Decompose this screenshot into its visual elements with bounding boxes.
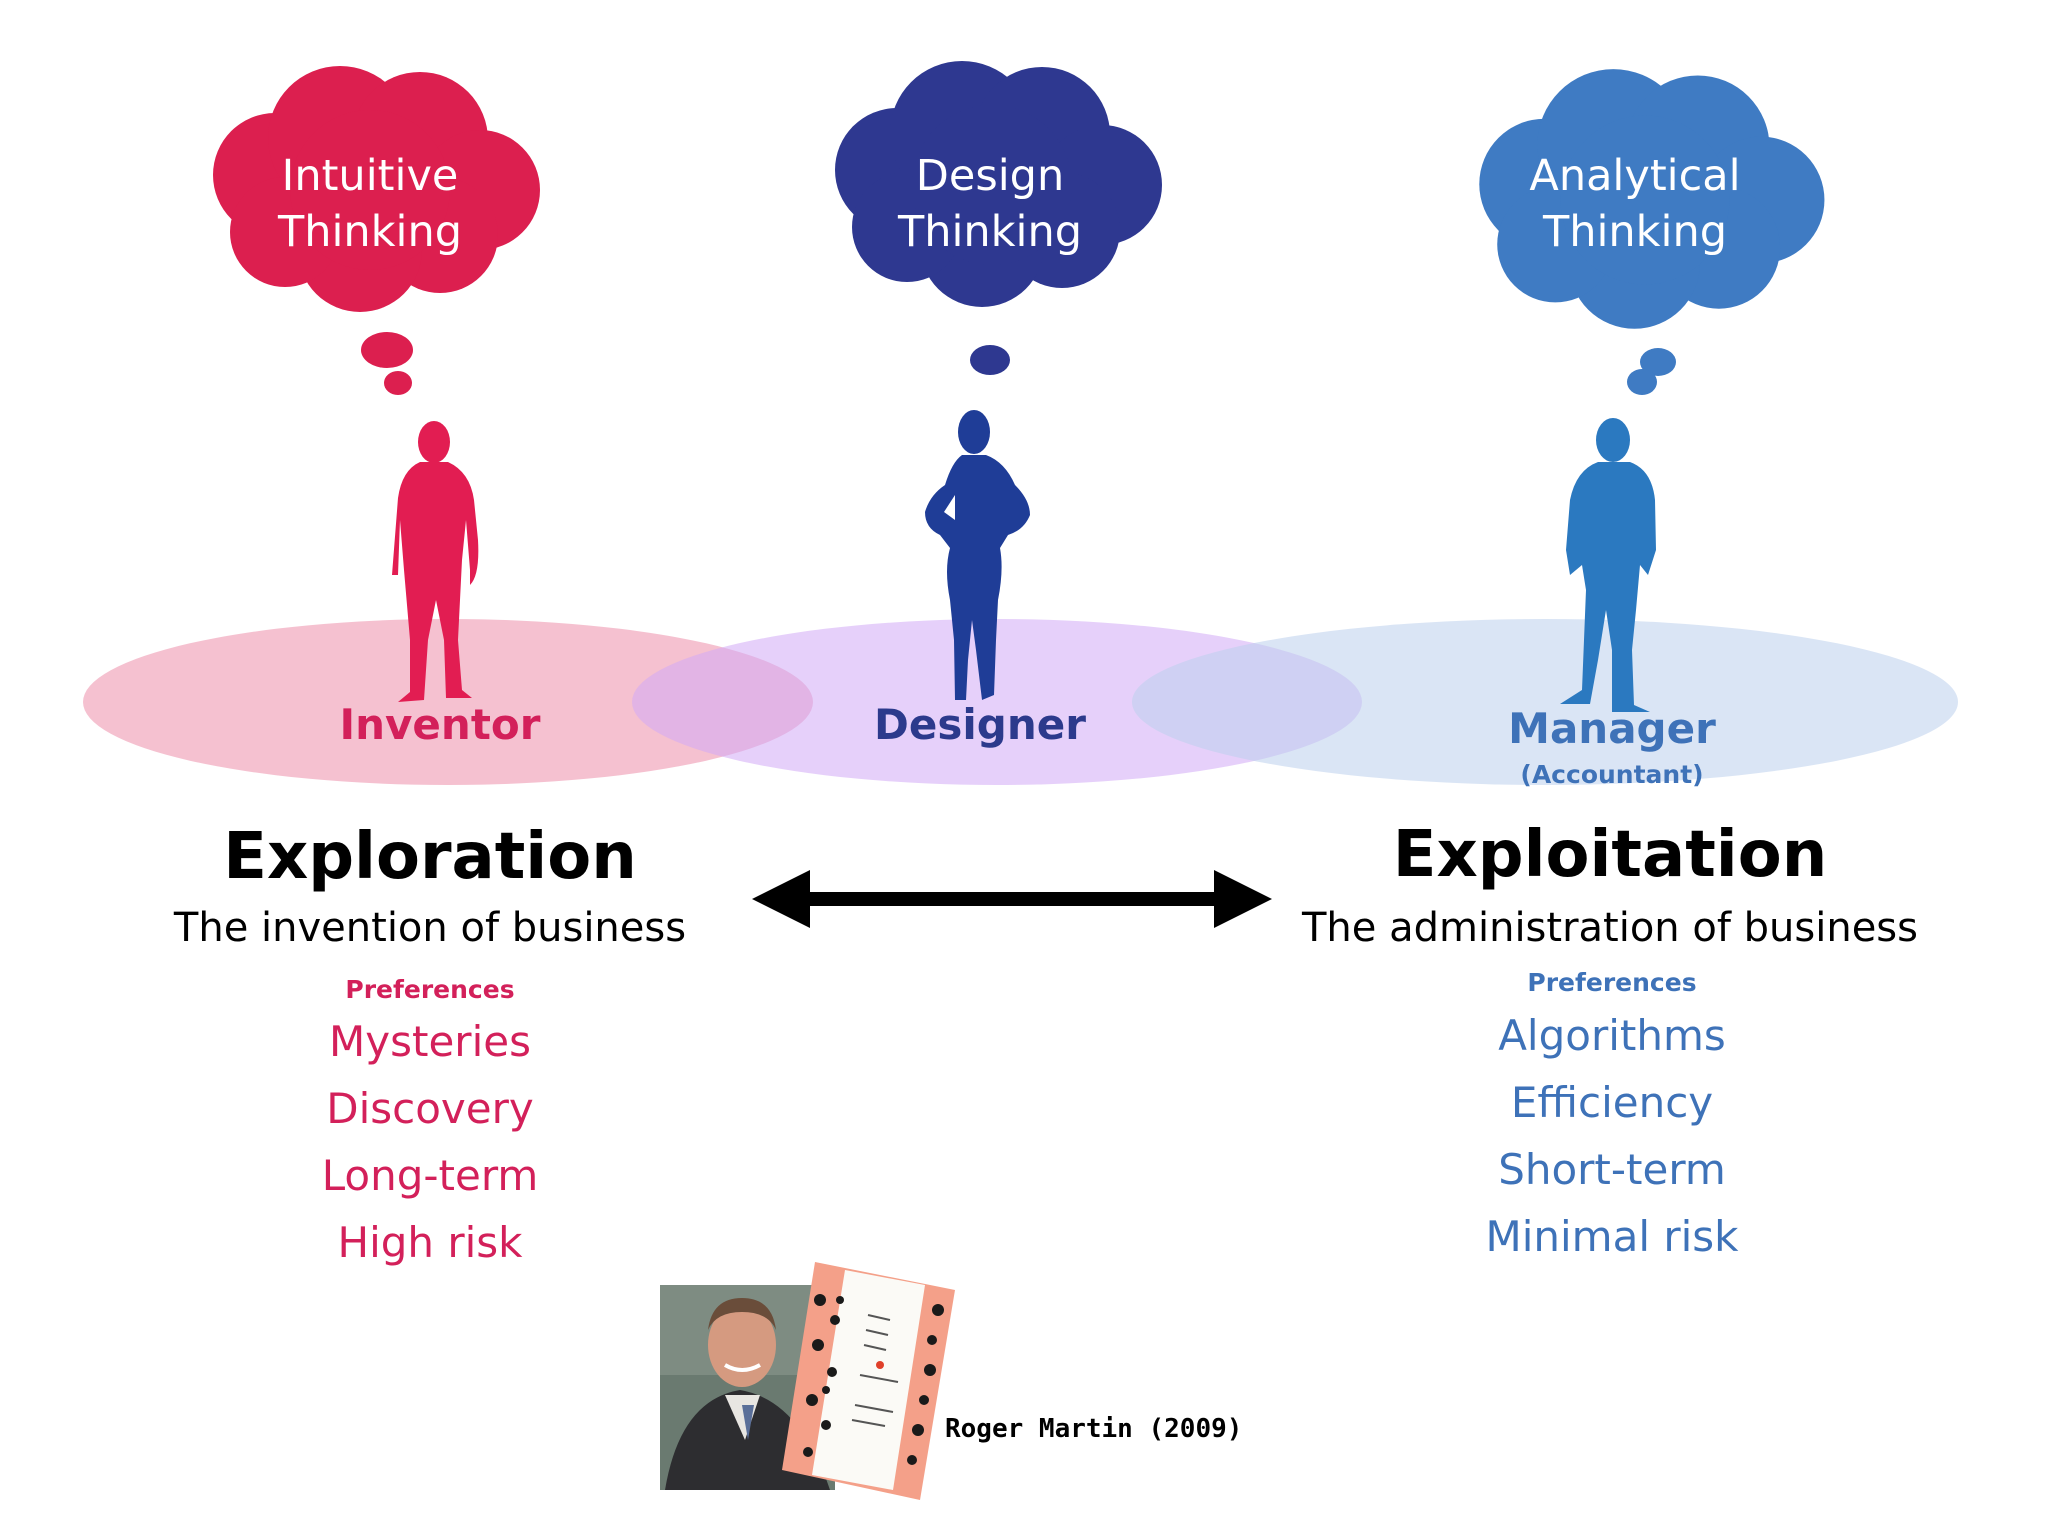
- exploitation-title: Exploitation: [1392, 818, 1828, 892]
- manager-label: Manager: [1508, 704, 1716, 753]
- exploration-title: Exploration: [223, 820, 637, 894]
- cloud-line-2: Thinking: [1542, 207, 1728, 257]
- exploration-preferences-label: Preferences: [345, 975, 515, 1004]
- cloud-line-2: Thinking: [277, 207, 463, 257]
- list-item: Short-term: [1498, 1145, 1726, 1194]
- list-item: High risk: [337, 1218, 523, 1267]
- list-item: Minimal risk: [1485, 1212, 1739, 1261]
- venn-ellipses: [83, 619, 1958, 785]
- designer-ellipse: [632, 619, 1362, 785]
- man-silhouette-icon: [392, 421, 479, 702]
- manager-ellipse: [1132, 619, 1958, 785]
- manager-note: (Accountant): [1520, 760, 1704, 789]
- analytical-thought-cloud: [1479, 69, 1825, 395]
- list-item: Efficiency: [1510, 1078, 1714, 1127]
- cloud-line-2: Thinking: [897, 207, 1083, 257]
- double-headed-arrow-icon: [752, 870, 1272, 928]
- inventor-label: Inventor: [339, 700, 541, 749]
- list-item: Algorithms: [1498, 1011, 1726, 1060]
- inventor-ellipse: [83, 619, 813, 785]
- list-item: Mysteries: [329, 1017, 531, 1066]
- design-thought-cloud: [835, 61, 1162, 375]
- exploitation-preferences-label: Preferences: [1527, 968, 1697, 997]
- list-item: Long-term: [321, 1151, 539, 1200]
- intuitive-thinking-label: Intuitive Thinking: [250, 148, 490, 260]
- citation-label: Roger Martin (2009): [945, 1414, 1243, 1444]
- cloud-line-1: Analytical: [1529, 151, 1741, 201]
- intuitive-thought-cloud: [213, 66, 540, 395]
- exploitation-subtitle: The administration of business: [1302, 905, 1918, 951]
- woman-silhouette-icon: [925, 410, 1030, 700]
- design-thinking-label: Design Thinking: [870, 148, 1110, 260]
- designer-label: Designer: [874, 700, 1086, 749]
- man-silhouette-icon: [1560, 418, 1656, 712]
- exploration-subtitle: The invention of business: [173, 905, 687, 951]
- analytical-thinking-label: Analytical Thinking: [1500, 148, 1770, 260]
- book-cover: [782, 1262, 955, 1500]
- cloud-line-1: Design: [915, 151, 1065, 201]
- list-item: Discovery: [326, 1084, 534, 1133]
- exploration-preferences-list: Mysteries Discovery Long-term High risk: [230, 1008, 630, 1276]
- cloud-line-1: Intuitive: [281, 151, 459, 201]
- exploitation-preferences-list: Algorithms Efficiency Short-term Minimal…: [1412, 1002, 1812, 1270]
